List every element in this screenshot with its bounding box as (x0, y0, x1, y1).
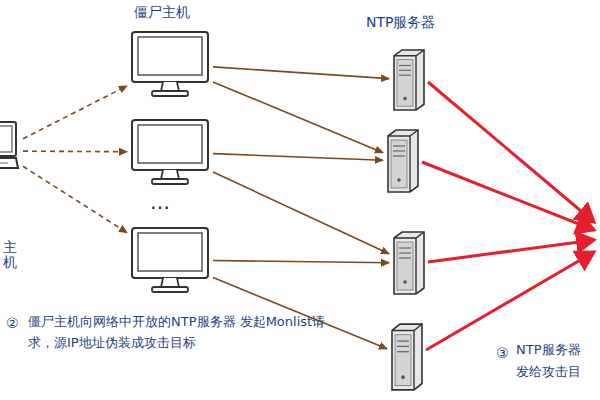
control-arrow (23, 166, 127, 232)
host-node (130, 118, 210, 186)
host-node (130, 226, 210, 294)
attacker-node: 主机 (0, 118, 20, 184)
control-arrow (23, 86, 127, 139)
node-label: 僵尸主机 (134, 4, 190, 22)
host-node: 僵尸主机 (130, 30, 210, 98)
note-text: NTP服务器 (516, 340, 581, 361)
node-label: NTP服务器 (366, 14, 435, 32)
zombie-monitor (130, 226, 210, 294)
control-arrow (23, 150, 127, 152)
reflected-traffic (422, 82, 594, 350)
callout-number: ② (6, 312, 19, 334)
server-node (386, 128, 420, 194)
node-label: 主机 (3, 240, 17, 271)
callout-number: ③ (496, 342, 509, 364)
ntp-server (392, 48, 426, 112)
request-arrow (213, 82, 383, 153)
note-text: 发给攻击目 (516, 362, 581, 383)
zombie-monitor (130, 30, 210, 98)
server-node (392, 230, 426, 296)
note-text: 僵尸主机向网络中开放的NTP服务器 发起Monlist请求，源IP地址伪装成攻击… (28, 312, 328, 354)
request-arrow (213, 261, 389, 263)
ellipsis: … (150, 186, 172, 218)
server-node: NTP服务器 (392, 48, 426, 112)
request-arrow (213, 154, 383, 161)
request-arrow (213, 278, 387, 349)
ntp-server (390, 322, 424, 392)
zombie-monitor (130, 118, 210, 186)
server-node (390, 322, 424, 392)
attacker-computer (0, 118, 20, 184)
ntp-server (392, 230, 426, 296)
request-arrow (213, 67, 389, 79)
ntp-server (386, 128, 420, 194)
request-arrow (213, 172, 389, 254)
